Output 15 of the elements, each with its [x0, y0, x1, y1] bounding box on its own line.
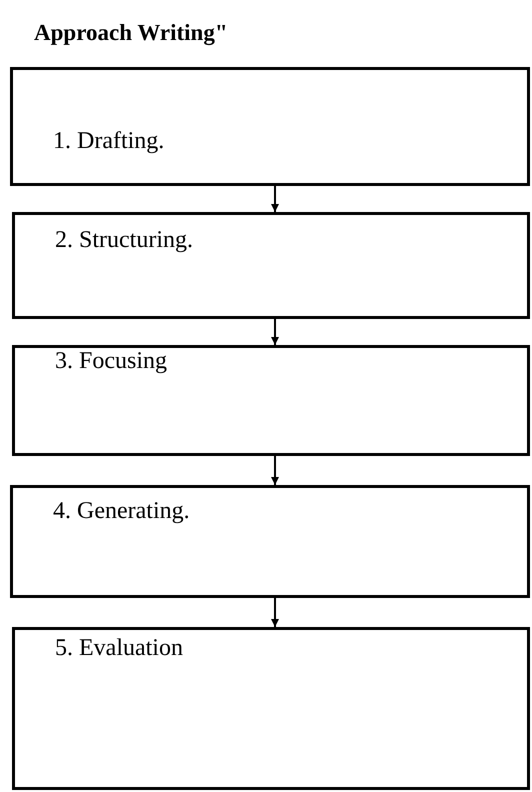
arrow — [271, 456, 279, 485]
process-box — [10, 485, 530, 598]
arrow — [271, 319, 279, 345]
step-label: 4. Generating. — [53, 498, 190, 525]
step-label: 5. Evaluation — [55, 635, 183, 662]
process-box — [12, 627, 530, 790]
process-box — [10, 67, 530, 186]
step-label: 1. Drafting. — [53, 128, 164, 155]
step-label: 2. Structuring. — [55, 227, 193, 254]
process-box — [12, 345, 530, 456]
step-label: 3. Focusing — [55, 348, 168, 375]
arrow — [271, 598, 279, 627]
process-box — [12, 212, 530, 319]
arrow — [271, 186, 279, 212]
diagram-title: Approach Writing" — [34, 20, 228, 46]
